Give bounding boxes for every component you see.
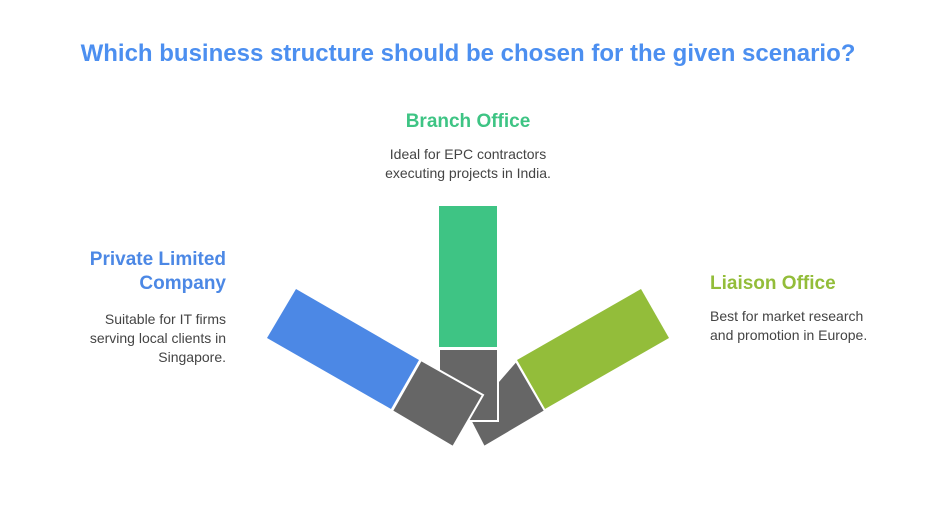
- private-limited-bar: [267, 289, 419, 409]
- branch-office-description: Ideal for EPC contractors executing proj…: [338, 145, 598, 183]
- description-line: and promotion in Europe.: [710, 327, 868, 343]
- description-line: serving local clients in: [89, 330, 226, 346]
- description-line: executing projects in India.: [385, 165, 551, 181]
- description-line: Ideal for EPC contractors: [389, 146, 547, 162]
- heading-line: Private Limited: [89, 249, 226, 270]
- private-limited-heading: Private Limited Company: [40, 248, 226, 296]
- liaison-office-description: Best for market research and promotion i…: [710, 307, 930, 345]
- liaison-office-bar: [517, 289, 669, 409]
- heading-line: Company: [139, 273, 226, 294]
- description-line: Suitable for IT firms: [104, 311, 226, 327]
- private-limited-joint: [390, 358, 485, 449]
- private-limited-description: Suitable for IT firms serving local clie…: [26, 310, 226, 367]
- diagram-title: Which business structure should be chose…: [80, 40, 856, 67]
- liaison-office-heading: Liaison Office: [710, 273, 836, 294]
- branch-office-heading: Branch Office: [405, 111, 531, 132]
- description-line: Best for market research: [710, 308, 864, 324]
- branch-office-bar: [439, 206, 497, 347]
- description-line: Singapore.: [158, 349, 226, 365]
